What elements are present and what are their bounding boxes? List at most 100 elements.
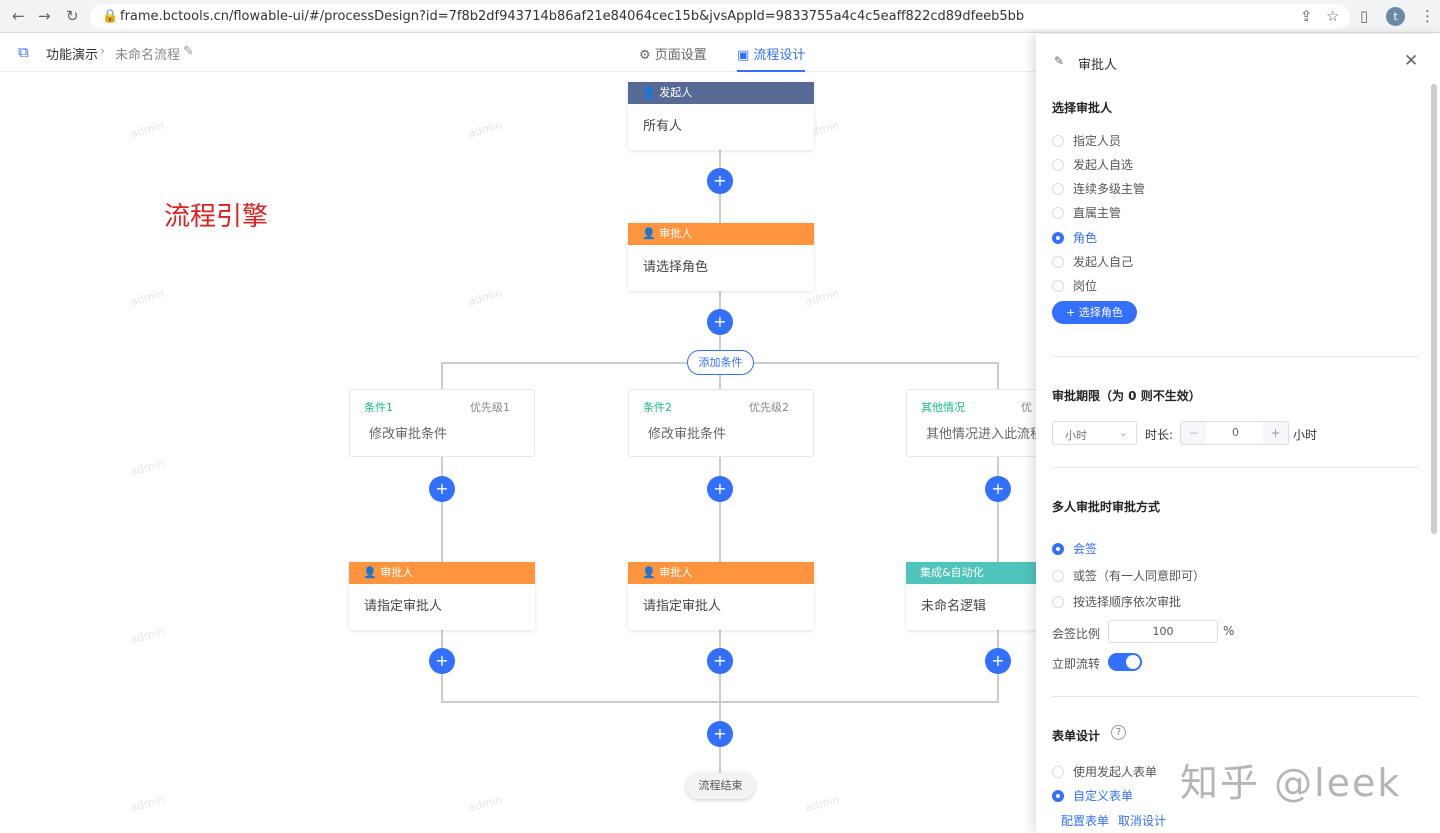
reload-icon[interactable]: ↻ (66, 7, 79, 25)
add-node-button[interactable]: + (707, 648, 733, 674)
radio-option[interactable]: 岗位 (1052, 277, 1097, 294)
start-node[interactable]: 👤 发起人 所有人 (628, 82, 814, 150)
user-icon: 👤 (642, 227, 660, 240)
edit-icon[interactable]: ✎ (183, 44, 194, 59)
radio-icon (1052, 256, 1064, 268)
transfer-label: 立即流转 (1052, 657, 1101, 671)
watermark: admin (128, 118, 166, 141)
radio-icon (1052, 596, 1064, 608)
form-design-title: 表单设计 (1052, 729, 1101, 743)
breadcrumb-current: 未命名流程 (115, 48, 181, 63)
radio-option[interactable]: 角色 (1052, 229, 1097, 246)
radio-icon (1052, 135, 1064, 147)
share-icon[interactable]: ⇪ (1300, 7, 1313, 25)
browser-toolbar: ← → ↻ 🔒frame.bctools.cn/flowable-ui/#/pr… (0, 0, 1440, 33)
radio-option[interactable]: 连续多级主管 (1052, 180, 1145, 197)
tab-process-design[interactable]: ▣ 流程设计 (737, 44, 806, 72)
star-icon[interactable]: ☆ (1326, 7, 1340, 25)
add-node-button[interactable]: + (707, 168, 733, 194)
sidebar-icon[interactable]: ▯ (1360, 7, 1369, 25)
radio-option[interactable]: 发起人自己 (1052, 253, 1133, 270)
add-node-button[interactable]: + (707, 721, 733, 747)
back-icon[interactable]: ← (12, 7, 25, 25)
branch-approver-node[interactable]: 👤 审批人 请指定审批人 (628, 562, 814, 630)
ratio-label: 会签比例 (1052, 627, 1101, 641)
watermark: admin (128, 286, 166, 309)
edit-icon[interactable]: ✎ (1054, 54, 1065, 68)
radio-option[interactable]: 指定人员 (1052, 132, 1121, 149)
select-approver-title: 选择审批人 (1052, 101, 1113, 115)
add-node-button[interactable]: + (985, 476, 1011, 502)
user-icon: 👤 (642, 86, 660, 99)
design-icon: ▣ (737, 48, 754, 63)
chevron-right-icon: › (100, 44, 106, 59)
radio-icon (1052, 280, 1064, 292)
duration-input[interactable]: 0 (1232, 426, 1239, 439)
duration-label: 时长: (1145, 428, 1174, 442)
radio-icon (1052, 570, 1064, 582)
menu-icon[interactable]: ⋮ (1420, 7, 1435, 25)
forward-icon[interactable]: → (38, 7, 51, 25)
add-node-button[interactable]: + (707, 476, 733, 502)
watermark: admin (466, 286, 504, 309)
avatar[interactable]: t (1386, 7, 1405, 26)
chevron-down-icon: ⌄ (1118, 426, 1128, 439)
add-node-button[interactable]: + (429, 476, 455, 502)
user-icon: 👤 (642, 566, 660, 579)
radio-icon (1052, 766, 1064, 778)
radio-option[interactable]: 自定义表单 (1052, 787, 1133, 804)
url-text: frame.bctools.cn/flowable-ui/#/processDe… (120, 9, 1025, 24)
add-node-button[interactable]: + (985, 648, 1011, 674)
duration-unit: 小时 (1293, 428, 1318, 442)
multi-approve-title: 多人审批时审批方式 (1052, 500, 1161, 514)
add-node-button[interactable]: + (707, 309, 733, 335)
annotation-text: 流程引擎 (164, 202, 269, 232)
increment-button[interactable]: + (1263, 422, 1288, 444)
duration-stepper[interactable]: − 0 + (1180, 421, 1289, 445)
cancel-design-link[interactable]: 取消设计 (1118, 814, 1167, 828)
approver-settings-panel: ✎ 审批人 ✕ 选择审批人 指定人员发起人自选连续多级主管直属主管角色发起人自己… (1036, 34, 1440, 833)
watermark: admin (128, 792, 166, 815)
watermark: admin (466, 118, 504, 141)
address-bar[interactable]: 🔒frame.bctools.cn/flowable-ui/#/processD… (90, 4, 1350, 29)
branch-approver-node[interactable]: 👤 审批人 请指定审批人 (349, 562, 535, 630)
lock-icon: 🔒 (102, 9, 119, 24)
end-node: 流程结束 (686, 773, 755, 799)
radio-option[interactable]: 会签 (1052, 540, 1097, 557)
radio-option[interactable]: 发起人自选 (1052, 156, 1133, 173)
select-role-button[interactable]: + 选择角色 (1052, 301, 1137, 324)
user-icon: 👤 (363, 566, 381, 579)
decrement-button[interactable]: − (1181, 422, 1206, 444)
radio-icon (1052, 232, 1064, 244)
radio-option[interactable]: 或签（有一人同意即可） (1052, 567, 1205, 584)
radio-option[interactable]: 按选择顺序依次审批 (1052, 593, 1181, 610)
radio-icon (1052, 183, 1064, 195)
radio-icon (1052, 207, 1064, 219)
add-condition-button[interactable]: 添加条件 (687, 350, 754, 375)
panel-title: 审批人 (1078, 58, 1118, 73)
approver-node[interactable]: 👤 审批人 请选择角色 (628, 223, 814, 291)
watermark: admin (466, 792, 504, 815)
config-form-link[interactable]: 配置表单 (1061, 814, 1110, 828)
close-icon[interactable]: ✕ (1404, 51, 1419, 71)
ratio-input[interactable]: 100 (1108, 620, 1218, 643)
watermark: admin (128, 456, 166, 479)
transfer-toggle[interactable] (1108, 653, 1142, 671)
breadcrumb-root[interactable]: 功能演示 (46, 48, 99, 63)
zhihu-watermark: 知乎 @leek (1180, 761, 1402, 805)
unit-select[interactable]: 小时⌄ (1052, 421, 1137, 445)
scrollbar[interactable] (1431, 84, 1437, 534)
tab-page-settings[interactable]: ⚙ 页面设置 (639, 48, 707, 63)
ratio-unit: % (1223, 624, 1235, 638)
radio-option[interactable]: 直属主管 (1052, 204, 1121, 221)
add-node-button[interactable]: + (429, 648, 455, 674)
radio-icon (1052, 159, 1064, 171)
help-icon[interactable]: ? (1111, 725, 1126, 740)
deadline-title: 审批期限（为 0 则不生效） (1052, 389, 1201, 403)
radio-option[interactable]: 使用发起人表单 (1052, 763, 1157, 780)
flow-icon: ⧉ (18, 43, 29, 61)
gear-icon: ⚙ (639, 48, 655, 63)
radio-icon (1052, 543, 1064, 555)
